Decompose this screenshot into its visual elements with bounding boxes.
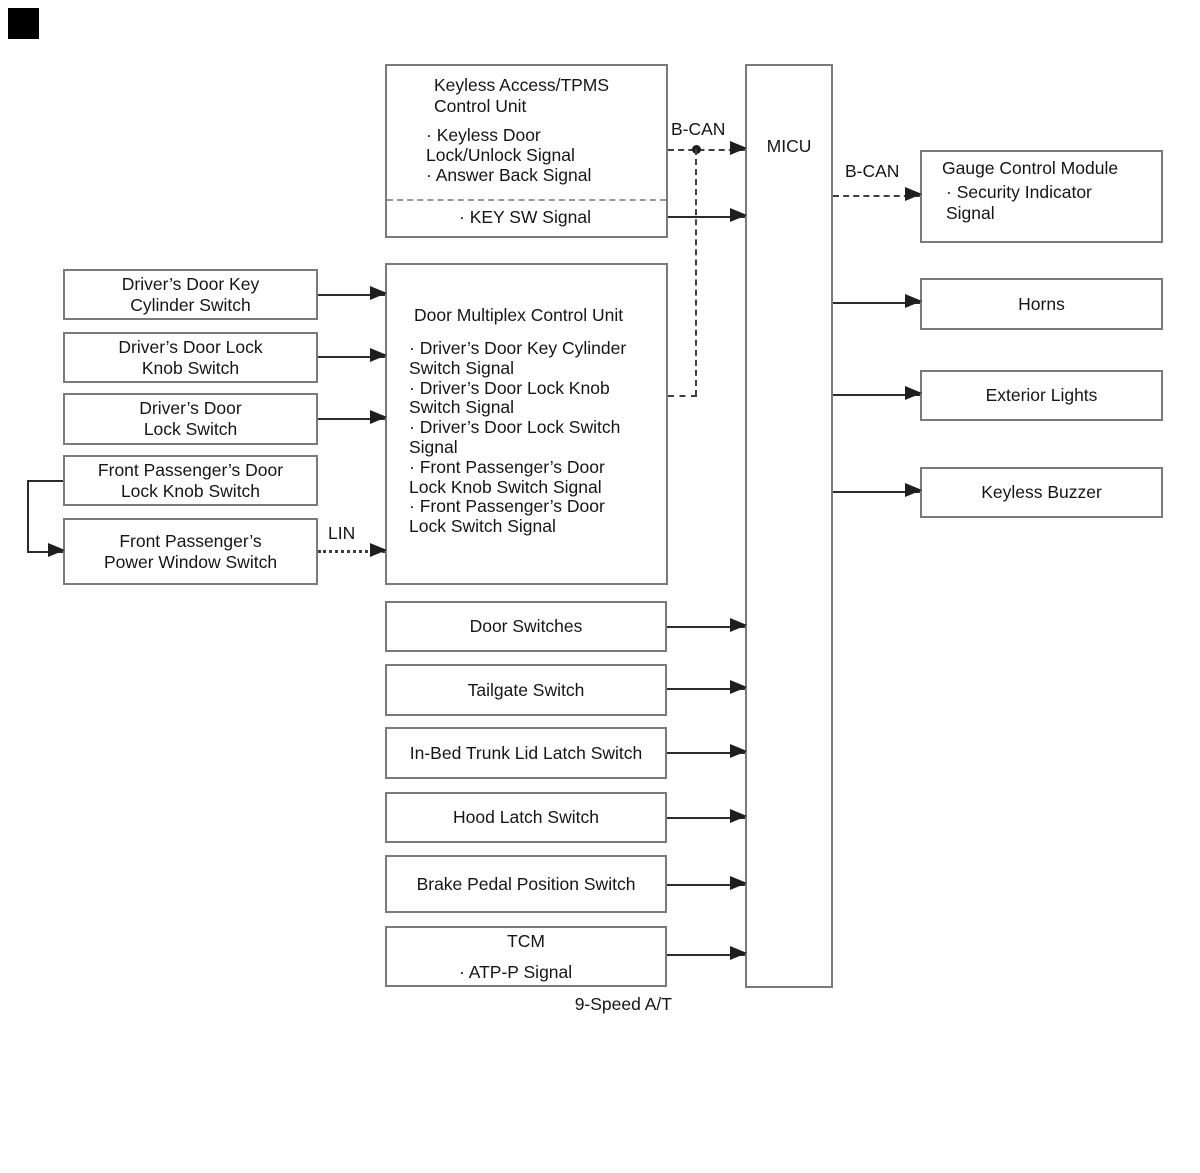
arrow-bcan-keyless-to-micu: [668, 141, 747, 155]
tcm-label: TCM: [507, 931, 545, 951]
arrow-fp-lock-knob-to-power-window: [27, 543, 65, 557]
micu-box: MICU: [745, 64, 833, 988]
keyless-buzzer-label: Keyless Buzzer: [981, 482, 1102, 502]
text-line: Driver’s Door Key: [121, 273, 260, 294]
arrow-tailgate-to-micu: [667, 680, 747, 694]
tailgate-switch-label: Tailgate Switch: [467, 679, 585, 700]
text-line: Switch Signal: [409, 397, 515, 418]
arrow-micu-to-horns: [833, 294, 922, 308]
brake-pedal-position-switch-box: Brake Pedal Position Switch: [385, 855, 667, 913]
horns-label: Horns: [1018, 293, 1065, 314]
bcan-label-gauge: B-CAN: [845, 161, 900, 181]
tailgate-switch-box: Tailgate Switch: [385, 664, 667, 716]
exterior-lights-box: Exterior Lights: [920, 370, 1163, 421]
bcan-label-keyless: B-CAN: [671, 119, 726, 139]
text-line: · Driver’s Door Lock Knob: [409, 377, 610, 398]
text-line: Driver’s Door Lock: [118, 336, 263, 357]
arrow-tcm-to-micu: [667, 946, 747, 960]
text-line: Switch Signal: [409, 357, 515, 378]
keyless-buzzer-box: Keyless Buzzer: [920, 467, 1163, 518]
nine-speed-at-label: 9-Speed A/T: [574, 994, 672, 1014]
elbow-vertical-segment: [27, 480, 29, 553]
text-line: Front Passenger’s Door: [97, 459, 284, 480]
text-line: · Front Passenger’s Door: [409, 496, 605, 517]
door-multiplex-control-unit-box: Door Multiplex Control Unit · Driver’s D…: [385, 263, 668, 585]
text-line: Signal: [409, 436, 458, 457]
text-line: Lock/Unlock Signal: [426, 145, 575, 165]
dashed-divider: [387, 199, 666, 201]
arrow-micu-to-exterior-lights: [833, 386, 922, 400]
arrow-key-cylinder-to-multiplex: [318, 286, 387, 300]
tcm-box: TCM · ATP-P Signal: [385, 926, 667, 987]
text-line: · Driver’s Door Lock Switch: [409, 417, 621, 438]
door-switches-box: Door Switches: [385, 601, 667, 652]
horns-box: Horns: [920, 278, 1163, 330]
text-line: Cylinder Switch: [130, 294, 251, 315]
text-line: Lock Switch Signal: [409, 516, 556, 537]
text-line: Knob Switch: [141, 357, 240, 378]
hood-latch-switch-label: Hood Latch Switch: [453, 807, 599, 827]
arrow-lin-power-window-to-multiplex: [318, 543, 387, 557]
door-switches-label: Door Switches: [469, 616, 583, 636]
arrow-lock-knob-to-multiplex: [318, 348, 387, 362]
arrow-bcan-micu-to-gauge: [833, 187, 922, 201]
text-line: Front Passenger’s: [119, 530, 262, 551]
key-sw-signal-label: · KEY SW Signal: [459, 207, 591, 227]
black-square-page-marker-icon: [8, 8, 39, 39]
text-line: · Answer Back Signal: [426, 165, 592, 185]
text-line: Signal: [946, 203, 995, 223]
text-line: · Front Passenger’s Door: [409, 456, 605, 477]
text-line: Lock Knob Switch: [120, 480, 261, 501]
micu-label: MICU: [766, 135, 812, 156]
text-line: Power Window Switch: [103, 551, 278, 572]
door-multiplex-title: Door Multiplex Control Unit: [414, 305, 624, 325]
atp-p-signal-label: · ATP-P Signal: [459, 962, 573, 982]
exterior-lights-label: Exterior Lights: [985, 385, 1098, 405]
arrow-hood-latch-to-micu: [667, 809, 747, 823]
arrow-door-switches-to-micu: [667, 618, 747, 632]
text-line: Driver’s Door: [139, 398, 242, 418]
text-line: Keyless Access/TPMS: [434, 75, 610, 95]
arrow-lock-switch-to-multiplex: [318, 410, 387, 424]
text-line: Control Unit: [434, 96, 527, 116]
inbed-trunk-lid-latch-switch-label: In-Bed Trunk Lid Latch Switch: [409, 742, 643, 763]
brake-pedal-position-switch-label: Brake Pedal Position Switch: [416, 873, 636, 894]
text-line: Lock Knob Switch Signal: [409, 476, 602, 497]
gauge-control-module-box: Gauge Control Module · Security Indicato…: [920, 150, 1163, 243]
gauge-title: Gauge Control Module: [942, 158, 1119, 178]
bcan-vertical-dashed-line: [695, 149, 697, 396]
text-line: · Security Indicator: [946, 182, 1092, 202]
arrow-inbed-trunk-to-micu: [667, 744, 747, 758]
lin-label: LIN: [328, 523, 356, 543]
hood-latch-switch-box: Hood Latch Switch: [385, 792, 667, 843]
bcan-dashed-line-to-multiplex: [668, 395, 697, 397]
text-line: · Keyless Door: [426, 125, 541, 145]
text-line: Lock Switch: [143, 419, 238, 439]
inbed-trunk-lid-latch-switch-box: In-Bed Trunk Lid Latch Switch: [385, 727, 667, 779]
text-line: · Driver’s Door Key Cylinder: [409, 338, 627, 358]
elbow-top-segment: [27, 480, 63, 482]
arrow-brake-pedal-to-micu: [667, 876, 747, 890]
arrow-key-sw-to-micu: [668, 208, 747, 222]
arrow-micu-to-keyless-buzzer: [833, 483, 922, 497]
